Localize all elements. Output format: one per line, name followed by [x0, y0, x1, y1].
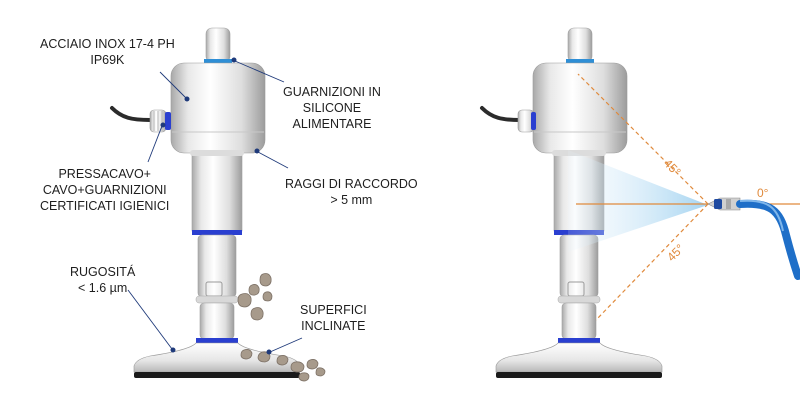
foot-seal	[196, 338, 238, 343]
label-radii-line2: > 5 mm	[330, 193, 373, 207]
label-cable-gland-line3: CERTIFICATI IGIENICI	[40, 199, 170, 213]
label-radii-line1: RAGGI DI RACCORDO	[285, 177, 418, 191]
leader-dots	[160, 57, 272, 355]
label-gaskets-line1: GUARNIZIONI IN	[283, 85, 381, 99]
top-seal	[204, 59, 232, 63]
label-gaskets-line3: ALIMENTARE	[292, 117, 372, 131]
right-sensor	[480, 27, 800, 378]
label-gaskets: GUARNIZIONI IN SILICONE ALIMENTARE	[283, 84, 381, 132]
label-cable-gland-line2: CAVO+GUARNIZIONI	[42, 183, 167, 197]
cable-right	[480, 106, 522, 122]
label-inclined-line2: INCLINATE	[301, 319, 366, 333]
left-sensor	[110, 27, 326, 382]
foot-base	[133, 342, 301, 373]
label-radii: RAGGI DI RACCORDO > 5 mm	[285, 176, 418, 208]
cable	[110, 106, 152, 122]
label-inclined: SUPERFICI INCLINATE	[300, 302, 367, 334]
label-material-line1: ACCIAIO INOX 17-4 PH	[40, 37, 175, 51]
leader-lines	[127, 60, 303, 353]
label-gaskets-line2: SILICONE	[302, 101, 362, 115]
lower-column	[191, 152, 243, 232]
label-roughness-line2: < 1.6 µm	[78, 281, 128, 295]
angle-label-horizontal: 0°	[757, 186, 769, 200]
angle-label-lower: 45°	[664, 241, 687, 264]
spray-nozzle	[707, 197, 741, 211]
top-shaft	[205, 27, 231, 63]
neck	[197, 234, 237, 298]
angle-label-upper: 45°	[661, 156, 684, 179]
label-material-line2: IP69K	[90, 53, 125, 67]
debris	[237, 273, 326, 382]
label-roughness-line1: RUGOSITÁ	[70, 265, 136, 279]
column-seal	[192, 230, 242, 235]
spray-cone	[568, 150, 708, 252]
label-cable-gland-line1: PRESSACAVO+	[58, 167, 151, 181]
label-inclined-line1: SUPERFICI	[300, 303, 367, 317]
label-roughness: RUGOSITÁ < 1.6 µm	[70, 264, 135, 296]
main-body	[170, 62, 266, 154]
label-material: ACCIAIO INOX 17-4 PH IP69K	[40, 36, 175, 68]
hose	[736, 199, 800, 280]
label-cable-gland: PRESSACAVO+ CAVO+GUARNIZIONI CERTIFICATI…	[40, 166, 169, 214]
